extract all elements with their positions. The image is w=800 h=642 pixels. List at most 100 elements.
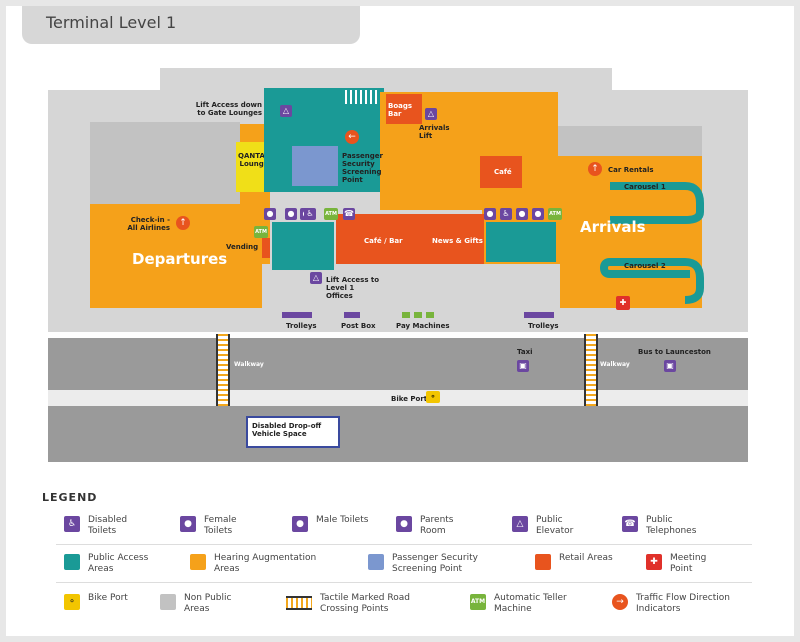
legend-item-label: Non Public Areas (184, 593, 232, 614)
wheelchair-icon: ♿ (304, 208, 316, 220)
phone-icon: ☎ (622, 516, 638, 532)
walkway-left-label: Walkway (234, 361, 264, 368)
walkway-right-label: Walkway (600, 361, 630, 368)
vending-block (262, 238, 270, 258)
taxi-icon: ▣ (517, 360, 529, 372)
non-public-area-left (90, 122, 240, 204)
qantas-lounge-label: QANTAS Lounge (238, 152, 270, 168)
disabled-dropoff-label: Disabled Drop-off Vehicle Space (252, 422, 322, 438)
bike-icon: ⚬ (426, 391, 440, 403)
taxi-label: Taxi (517, 348, 533, 356)
carousels (600, 182, 704, 304)
building-top (160, 68, 612, 92)
arrow-icon: → (612, 594, 628, 610)
pay-machines-label: Pay Machines (396, 322, 450, 330)
legend-item-label: Female Toilets (204, 515, 237, 536)
bus-icon: ▣ (664, 360, 676, 372)
elevator-icon: △ (425, 108, 437, 120)
crossing-left (216, 334, 230, 406)
cafe-bar-label: Café / Bar (364, 237, 403, 245)
legend-item-label: Public Access Areas (88, 553, 149, 574)
crossing-icon (286, 596, 312, 610)
public-access-toilets-right (486, 222, 556, 262)
trolleys-left-marker (282, 312, 312, 318)
legend-item-label: Retail Areas (559, 553, 613, 563)
legend-item-label: Hearing Augmentation Areas (214, 553, 317, 574)
female-icon: ● (264, 208, 276, 220)
pay-machine-marker-2 (414, 312, 422, 318)
legend-item-label: Automatic Teller Machine (494, 593, 567, 614)
trolleys-right-marker (524, 312, 554, 318)
arrivals-label: Arrivals (580, 218, 646, 236)
legend-title: LEGEND (42, 491, 98, 504)
trolleys-right-label: Trolleys (528, 322, 559, 330)
atm-icon: ATM (470, 594, 486, 610)
cafe-label: Café (494, 168, 512, 176)
public-access-toilets-left (272, 222, 334, 270)
cafe-bar-area (336, 214, 426, 264)
boags-bar-label: Boags Bar (388, 102, 413, 118)
bike-port-label: Bike Port (391, 395, 428, 403)
legend-item-label: Male Toilets (316, 515, 369, 525)
security-label: Passenger Security Screening Point (342, 152, 383, 184)
car-rentals-label: Car Rentals (608, 166, 654, 174)
legend-item-label: Tactile Marked Road Crossing Points (320, 593, 410, 614)
road-upper (48, 338, 748, 390)
meeting-icon: ✚ (616, 296, 630, 310)
elevator-icon: △ (280, 105, 292, 117)
legend-divider (56, 544, 752, 545)
post-box-label: Post Box (341, 322, 376, 330)
cafe-area (480, 156, 522, 188)
lift-gate-label: Lift Access down to Gate Lounges (195, 101, 262, 117)
bike-icon: ⚬ (64, 594, 80, 610)
elevator-icon: △ (310, 272, 322, 284)
checkin-label: Check-in - All Airlines (127, 216, 170, 232)
atm-icon: ATM (254, 226, 268, 238)
pay-machine-marker-1 (402, 312, 410, 318)
public-access-swatch (64, 554, 80, 570)
pay-machine-marker-3 (426, 312, 434, 318)
crossing-right (584, 334, 598, 406)
legend-item-label: Traffic Flow Direction Indicators (636, 593, 730, 614)
meeting-icon: ✚ (646, 554, 662, 570)
security-screening (292, 146, 338, 186)
title-tab (22, 6, 360, 44)
phone-icon: ☎ (343, 208, 355, 220)
female-icon: ● (285, 208, 297, 220)
female-icon: ● (484, 208, 496, 220)
stairs (345, 90, 379, 104)
trolleys-left-label: Trolleys (286, 322, 317, 330)
arrow-icon: ↑ (588, 162, 602, 176)
male-icon: ● (292, 516, 308, 532)
floor-plan: QANTAS Lounge Boags Bar Café Café / Bar … (48, 68, 748, 462)
news-gifts-label: News & Gifts (432, 237, 483, 245)
boags-bar (386, 94, 422, 124)
parents-icon: ● (396, 516, 412, 532)
news-gifts-area (426, 214, 484, 264)
arrivals-lift-label: Arrivals Lift (419, 124, 450, 140)
arrow-icon: ↑ (176, 216, 190, 230)
legend-divider (56, 582, 752, 583)
retail-swatch (535, 554, 551, 570)
post-box-marker (344, 312, 360, 318)
legend-item-label: Disabled Toilets (88, 515, 128, 536)
page-title: Terminal Level 1 (46, 13, 177, 32)
arrivals-area (556, 156, 702, 308)
road-lower (48, 406, 748, 462)
vending-label: Vending (226, 243, 259, 251)
legend-item-label: Public Telephones (646, 515, 697, 536)
carousel-2-belt (610, 258, 704, 304)
wheelchair-icon: ♿ (500, 208, 512, 220)
legend: ♿ Disabled Toilets ● Female Toilets ● Ma… (0, 500, 800, 630)
departures-label: Departures (132, 250, 228, 268)
arrow-icon: ← (345, 130, 359, 144)
female-icon: ● (180, 516, 196, 532)
legend-item-label: Parents Room (420, 515, 454, 536)
bus-label: Bus to Launceston (638, 348, 711, 356)
wheelchair-icon: ♿ (64, 516, 80, 532)
non-public-area-right (556, 126, 702, 156)
male-icon: ● (516, 208, 528, 220)
carousel-2-label: Carousel 2 (624, 262, 666, 270)
elevator-icon: △ (512, 516, 528, 532)
hearing-swatch (190, 554, 206, 570)
